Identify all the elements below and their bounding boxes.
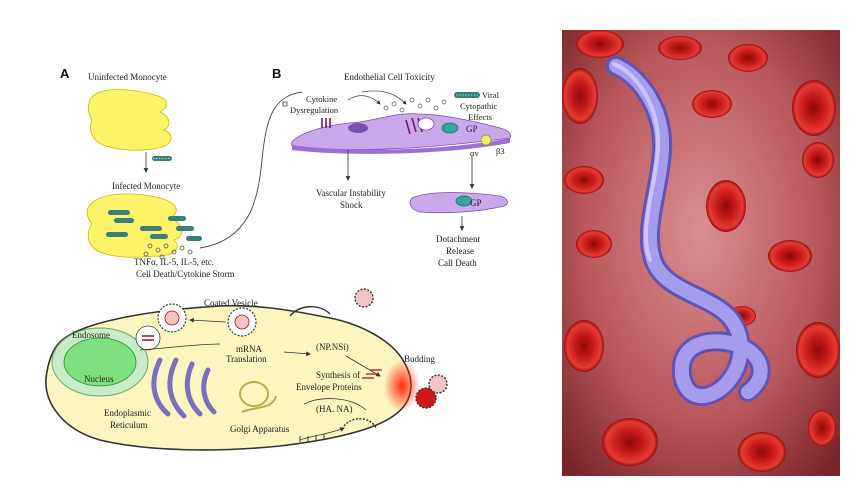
vascular-instability-label: Vascular Instability	[316, 188, 386, 198]
budding-virion-2	[428, 374, 448, 394]
gp-glycoprotein	[441, 122, 459, 134]
endocytic-vesicle	[417, 117, 435, 131]
ebola-filament-sheen	[612, 62, 661, 262]
ebola-filament-highlight	[609, 59, 768, 404]
budding-virion	[415, 387, 437, 409]
glycoprotein-arrow	[299, 427, 345, 441]
integrin-icon	[480, 134, 492, 146]
viral-life-cycle: Nucleus Endosome Coated Vesicle mRNA Tra…	[45, 288, 448, 451]
small-square-icon	[282, 101, 288, 107]
endoplasmic-reticulum	[151, 357, 217, 419]
coated-vesicle-2	[227, 307, 257, 337]
coated-vesicle-1	[157, 303, 187, 333]
np-arrow	[345, 355, 381, 377]
uninfected-monocyte-label: Uninfected Monocyte	[88, 72, 167, 82]
mrna-label: mRNA	[236, 344, 263, 354]
golgi-label: Golgi Apparatus	[230, 424, 290, 434]
golgi-apparatus	[239, 381, 277, 413]
cytokine-arrow	[347, 95, 381, 105]
cytokine-arrow-2	[361, 90, 407, 105]
viral-label: Viral	[482, 90, 500, 100]
cytokine-list-label: TNFα, IL-5, IL-5, etc.	[134, 257, 214, 267]
translation-arrow	[283, 351, 311, 357]
beta3-label: β3	[496, 146, 505, 156]
endosome	[135, 325, 161, 351]
panel-a-letter: A	[60, 66, 70, 81]
viral-icon	[454, 92, 480, 98]
panel-b-letter: B	[272, 66, 281, 81]
membrane-spikes	[299, 434, 325, 442]
translation-label: Translation	[226, 354, 267, 364]
call-death-label: Call Death	[438, 258, 477, 268]
virion-icon	[152, 156, 172, 161]
gp-label-2: GP	[470, 198, 482, 208]
alpha-v-label: αv	[470, 148, 479, 158]
endosome-content	[142, 335, 154, 341]
panel-b: B Endothelial Cell Toxicity Cytokine Dys…	[272, 66, 511, 268]
endosome-label: Endosome	[72, 330, 110, 340]
infected-monocyte-label: Infected Monocyte	[112, 181, 180, 191]
ebola-virus-illustration	[562, 30, 840, 476]
shock-label: Shock	[340, 200, 363, 210]
endocytic-pit	[289, 306, 331, 317]
synthesis-label: Synthesis of	[316, 370, 360, 380]
endothelial-base	[292, 138, 510, 154]
cytokine-label: Cytokine	[306, 94, 337, 104]
cytopathic-label: Cytopathic	[460, 101, 498, 111]
er-label-2: Reticulum	[110, 420, 148, 430]
gp-glycoprotein-2	[455, 195, 473, 207]
nucleus-label: Nucleus	[84, 374, 114, 384]
dysregulation-label: Dysregulation	[290, 105, 339, 115]
budding-glow	[384, 360, 420, 412]
connector-a-to-b	[199, 91, 303, 249]
vesicle-arrow	[189, 317, 227, 323]
np-nsi-label: (NP.NSi)	[316, 342, 349, 352]
nucleocapsid-strands	[362, 369, 382, 379]
endothelial-toxicity-label: Endothelial Cell Toxicity	[344, 72, 435, 82]
release-label: Release	[446, 246, 474, 256]
nucleus	[63, 337, 137, 387]
er-label: Endoplasmic	[104, 408, 151, 418]
cytokine-dots	[143, 243, 193, 260]
mrna-strand	[139, 343, 221, 351]
gp-label: GP	[466, 124, 478, 134]
ha-na-curve	[303, 398, 367, 411]
uninfected-monocyte-cell	[88, 89, 172, 151]
intracellular-virions	[106, 210, 202, 241]
panel-a: A Uninfected Monocyte Infected Monocyte …	[60, 66, 303, 279]
effects-label: Effects	[468, 112, 492, 122]
cytokine-dots-b	[383, 97, 447, 113]
red-blood-cells	[562, 30, 840, 472]
incoming-virion	[354, 288, 374, 308]
coated-vesicle-label: Coated Vesicle	[204, 298, 258, 308]
cell-death-label: Cell Death/Cytokine Storm	[136, 269, 235, 279]
exit-pit	[343, 418, 377, 429]
ha-na-label: (HA. NA)	[316, 404, 353, 414]
endothelial-nucleus	[348, 123, 368, 133]
detachment-label: Dotachment	[436, 234, 480, 244]
envelope-proteins-label: Envelope Proteins	[296, 382, 362, 392]
budding-label: Budding	[404, 354, 436, 364]
